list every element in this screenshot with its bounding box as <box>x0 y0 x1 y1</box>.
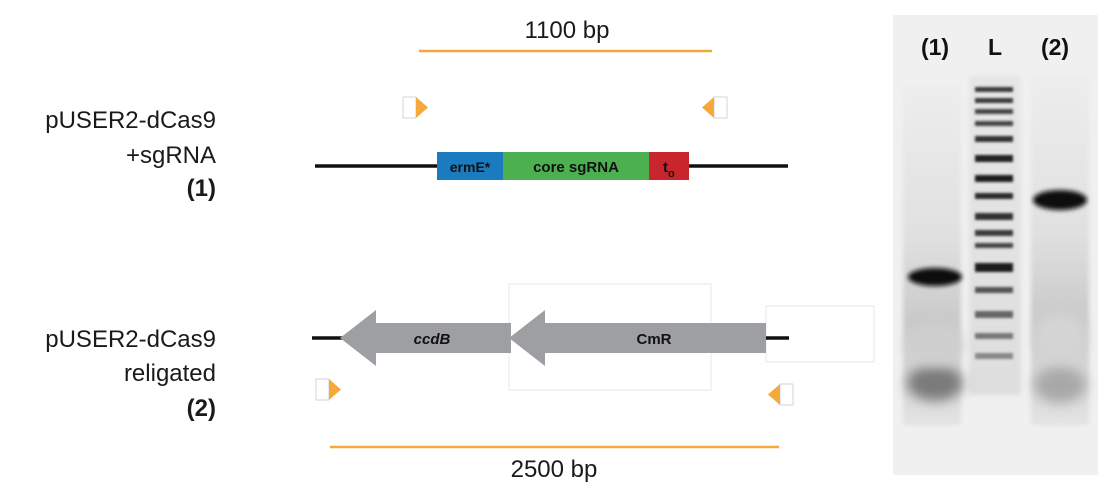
agarose-gel-image: (1) L (2) <box>893 15 1098 475</box>
primer-forward-2 <box>315 378 341 401</box>
gel-lane-2-smear <box>1031 75 1089 425</box>
ladder-band <box>975 87 1013 92</box>
construct1-name-line2: +sgRNA <box>125 142 216 169</box>
primer-reverse-1 <box>702 96 728 119</box>
construct2-name-line2: religated <box>123 360 216 387</box>
ladder-band <box>975 175 1013 182</box>
ladder-band <box>975 155 1013 162</box>
segment-terminator-label: to <box>663 159 675 180</box>
ladder-band <box>975 109 1013 114</box>
ladder-band <box>975 230 1013 236</box>
gel-lane-1-band-main <box>908 268 962 286</box>
gel-ladder-bands <box>975 87 1013 359</box>
ladder-band <box>975 353 1013 359</box>
segment-terminator <box>649 152 689 180</box>
gel-lane-label-1: (1) <box>921 34 949 60</box>
ladder-band <box>975 263 1013 272</box>
ladder-band <box>975 287 1013 293</box>
segment-core-sgRNA-label: core sgRNA <box>533 159 619 176</box>
gel-lane-2-band-main <box>1033 190 1087 210</box>
ladder-band <box>975 98 1013 103</box>
segment-ermE-label: ermE* <box>450 159 491 175</box>
gel-lane-label-L: L <box>988 34 1002 60</box>
ladder-band <box>975 311 1013 318</box>
faint-box-right <box>765 305 875 363</box>
primer-forward-1 <box>402 96 428 119</box>
ladder-band <box>975 121 1013 126</box>
gel-lane-2-haze <box>1034 313 1086 357</box>
gel-lane-label-2: (2) <box>1041 34 1069 60</box>
gene-CmR-arrow <box>509 310 766 366</box>
ladder-band <box>975 243 1013 248</box>
ladder-band <box>975 193 1013 199</box>
gene-ccdB-label: ccdB <box>414 331 451 348</box>
ladder-band <box>975 136 1013 142</box>
construct-diagram: 1100 bp ermE* core sgRNA to ccdB CmR 250… <box>312 17 875 483</box>
ladder-band <box>975 333 1013 339</box>
gene-CmR-label: CmR <box>636 331 671 348</box>
segment-core-sgRNA <box>503 152 649 180</box>
gel-lane-2-primer-dimer <box>1034 367 1086 403</box>
gel-lane-1-primer-dimer <box>907 365 963 401</box>
construct1-number: (1) <box>186 175 216 202</box>
amplicon2-label: 2500 bp <box>511 456 598 483</box>
segment-ermE <box>437 152 503 180</box>
ladder-band <box>975 213 1013 220</box>
construct2-name-line1: pUSER2-dCas9 <box>45 326 216 353</box>
construct2-number: (2) <box>186 395 216 422</box>
primer-reverse-2 <box>768 383 794 406</box>
amplicon1-label: 1100 bp <box>525 17 610 44</box>
gene-ccdB-arrow <box>340 310 511 366</box>
gel-lane-1-haze <box>907 325 963 365</box>
construct1-name-line1: pUSER2-dCas9 <box>45 107 216 134</box>
